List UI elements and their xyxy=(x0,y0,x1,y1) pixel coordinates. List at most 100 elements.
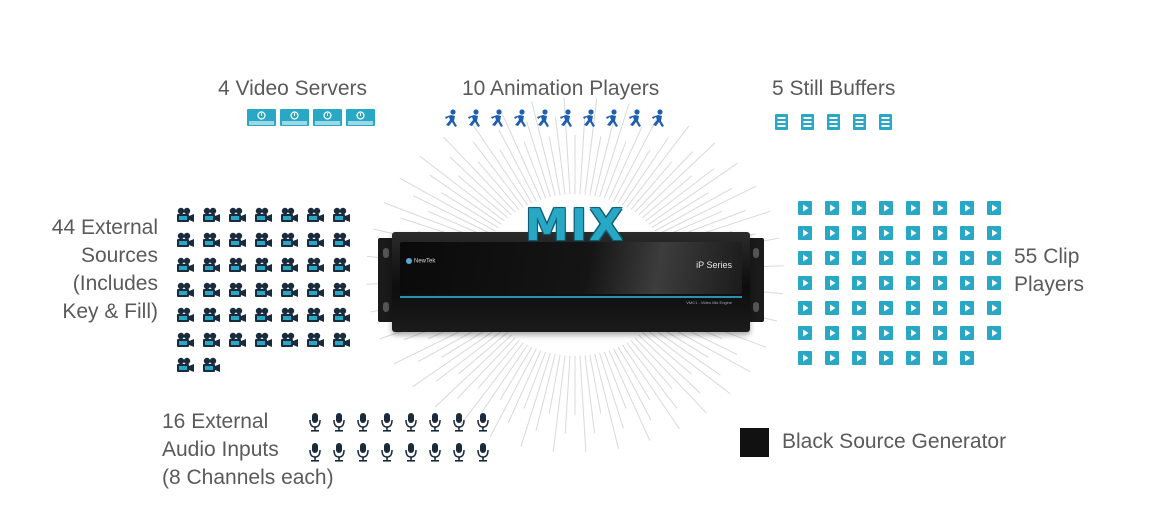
video-servers-label: 4 Video Servers xyxy=(218,77,368,100)
external-sources-grid xyxy=(176,207,351,378)
play-icon xyxy=(879,301,893,320)
microphone-icon xyxy=(308,413,322,438)
running-figure-icon xyxy=(511,109,530,135)
play-icon xyxy=(933,351,947,370)
play-icon xyxy=(987,326,1001,345)
play-icon xyxy=(906,226,920,245)
device-front-panel: NewTek iP Series VMC1 - Video Mix Engine xyxy=(392,232,750,332)
camera-icon xyxy=(202,332,221,353)
camera-icon xyxy=(280,232,299,253)
play-icon xyxy=(987,201,1001,220)
camera-icon xyxy=(306,207,325,228)
black-source-label: Black Source Generator xyxy=(782,430,1007,453)
camera-icon xyxy=(202,257,221,278)
still-buffer-icon xyxy=(879,114,892,135)
running-figure-icon xyxy=(626,109,645,135)
clip-players-grid xyxy=(798,201,1001,370)
camera-icon xyxy=(280,282,299,303)
camera-icon xyxy=(228,257,247,278)
camera-icon xyxy=(254,282,273,303)
play-icon xyxy=(852,226,866,245)
play-icon xyxy=(906,251,920,270)
camera-icon xyxy=(332,207,351,228)
camera-icon xyxy=(176,357,195,378)
device-glass-panel xyxy=(400,242,742,294)
microphone-icon xyxy=(476,443,490,468)
play-icon xyxy=(933,301,947,320)
play-icon xyxy=(987,251,1001,270)
camera-icon xyxy=(254,232,273,253)
play-icon xyxy=(960,201,974,220)
play-icon xyxy=(825,251,839,270)
play-icon xyxy=(960,326,974,345)
running-figure-icon xyxy=(488,109,507,135)
camera-icon xyxy=(176,207,195,228)
play-icon xyxy=(879,251,893,270)
play-icon xyxy=(933,226,947,245)
play-icon xyxy=(906,201,920,220)
animation-players-label: 10 Animation Players xyxy=(462,77,660,100)
device-brand: NewTek xyxy=(406,258,435,265)
play-icon xyxy=(798,326,812,345)
video-server-icon xyxy=(247,109,276,131)
video-servers-grid xyxy=(247,109,375,131)
microphone-icon xyxy=(452,413,466,438)
play-icon xyxy=(852,201,866,220)
microphone-icon xyxy=(476,413,490,438)
microphone-icon xyxy=(404,443,418,468)
running-figure-icon xyxy=(603,109,622,135)
play-icon xyxy=(798,226,812,245)
running-figure-icon xyxy=(649,109,668,135)
video-server-icon xyxy=(313,109,342,131)
camera-icon xyxy=(254,207,273,228)
play-icon xyxy=(879,351,893,370)
play-icon xyxy=(879,276,893,295)
microphone-icon xyxy=(308,443,322,468)
play-icon xyxy=(798,201,812,220)
camera-icon xyxy=(228,332,247,353)
still-buffers-label: 5 Still Buffers xyxy=(772,77,896,100)
play-icon xyxy=(960,351,974,370)
camera-icon xyxy=(176,232,195,253)
video-server-icon xyxy=(346,109,375,131)
still-buffer-icon xyxy=(775,114,788,135)
camera-icon xyxy=(176,332,195,353)
camera-icon xyxy=(332,332,351,353)
play-icon xyxy=(933,201,947,220)
running-figure-icon xyxy=(557,109,576,135)
play-icon xyxy=(852,351,866,370)
camera-icon xyxy=(332,232,351,253)
camera-icon xyxy=(332,307,351,328)
camera-icon xyxy=(202,357,221,378)
camera-icon xyxy=(228,307,247,328)
camera-icon xyxy=(228,232,247,253)
play-icon xyxy=(852,251,866,270)
microphone-icon xyxy=(452,443,466,468)
play-icon xyxy=(987,226,1001,245)
external-sources-label: 44 External Sources (Includes Key & Fill… xyxy=(51,216,158,323)
play-icon xyxy=(960,301,974,320)
play-icon xyxy=(987,276,1001,295)
running-figure-icon xyxy=(534,109,553,135)
play-icon xyxy=(879,326,893,345)
device-accent-stripe xyxy=(400,296,742,298)
play-icon xyxy=(879,201,893,220)
camera-icon xyxy=(176,282,195,303)
play-icon xyxy=(798,351,812,370)
clip-players-label: 55 Clip Players xyxy=(1014,245,1085,296)
play-icon xyxy=(879,226,893,245)
play-icon xyxy=(825,326,839,345)
camera-icon xyxy=(202,232,221,253)
video-server-icon xyxy=(280,109,309,131)
microphone-icon xyxy=(380,443,394,468)
mix-engine-device: NewTek iP Series VMC1 - Video Mix Engine xyxy=(378,230,764,338)
play-icon xyxy=(960,226,974,245)
camera-icon xyxy=(202,282,221,303)
play-icon xyxy=(906,301,920,320)
camera-icon xyxy=(280,307,299,328)
play-icon xyxy=(933,326,947,345)
still-buffer-icon xyxy=(853,114,866,135)
rack-ear-left xyxy=(378,238,394,322)
play-icon xyxy=(825,276,839,295)
play-icon xyxy=(906,276,920,295)
